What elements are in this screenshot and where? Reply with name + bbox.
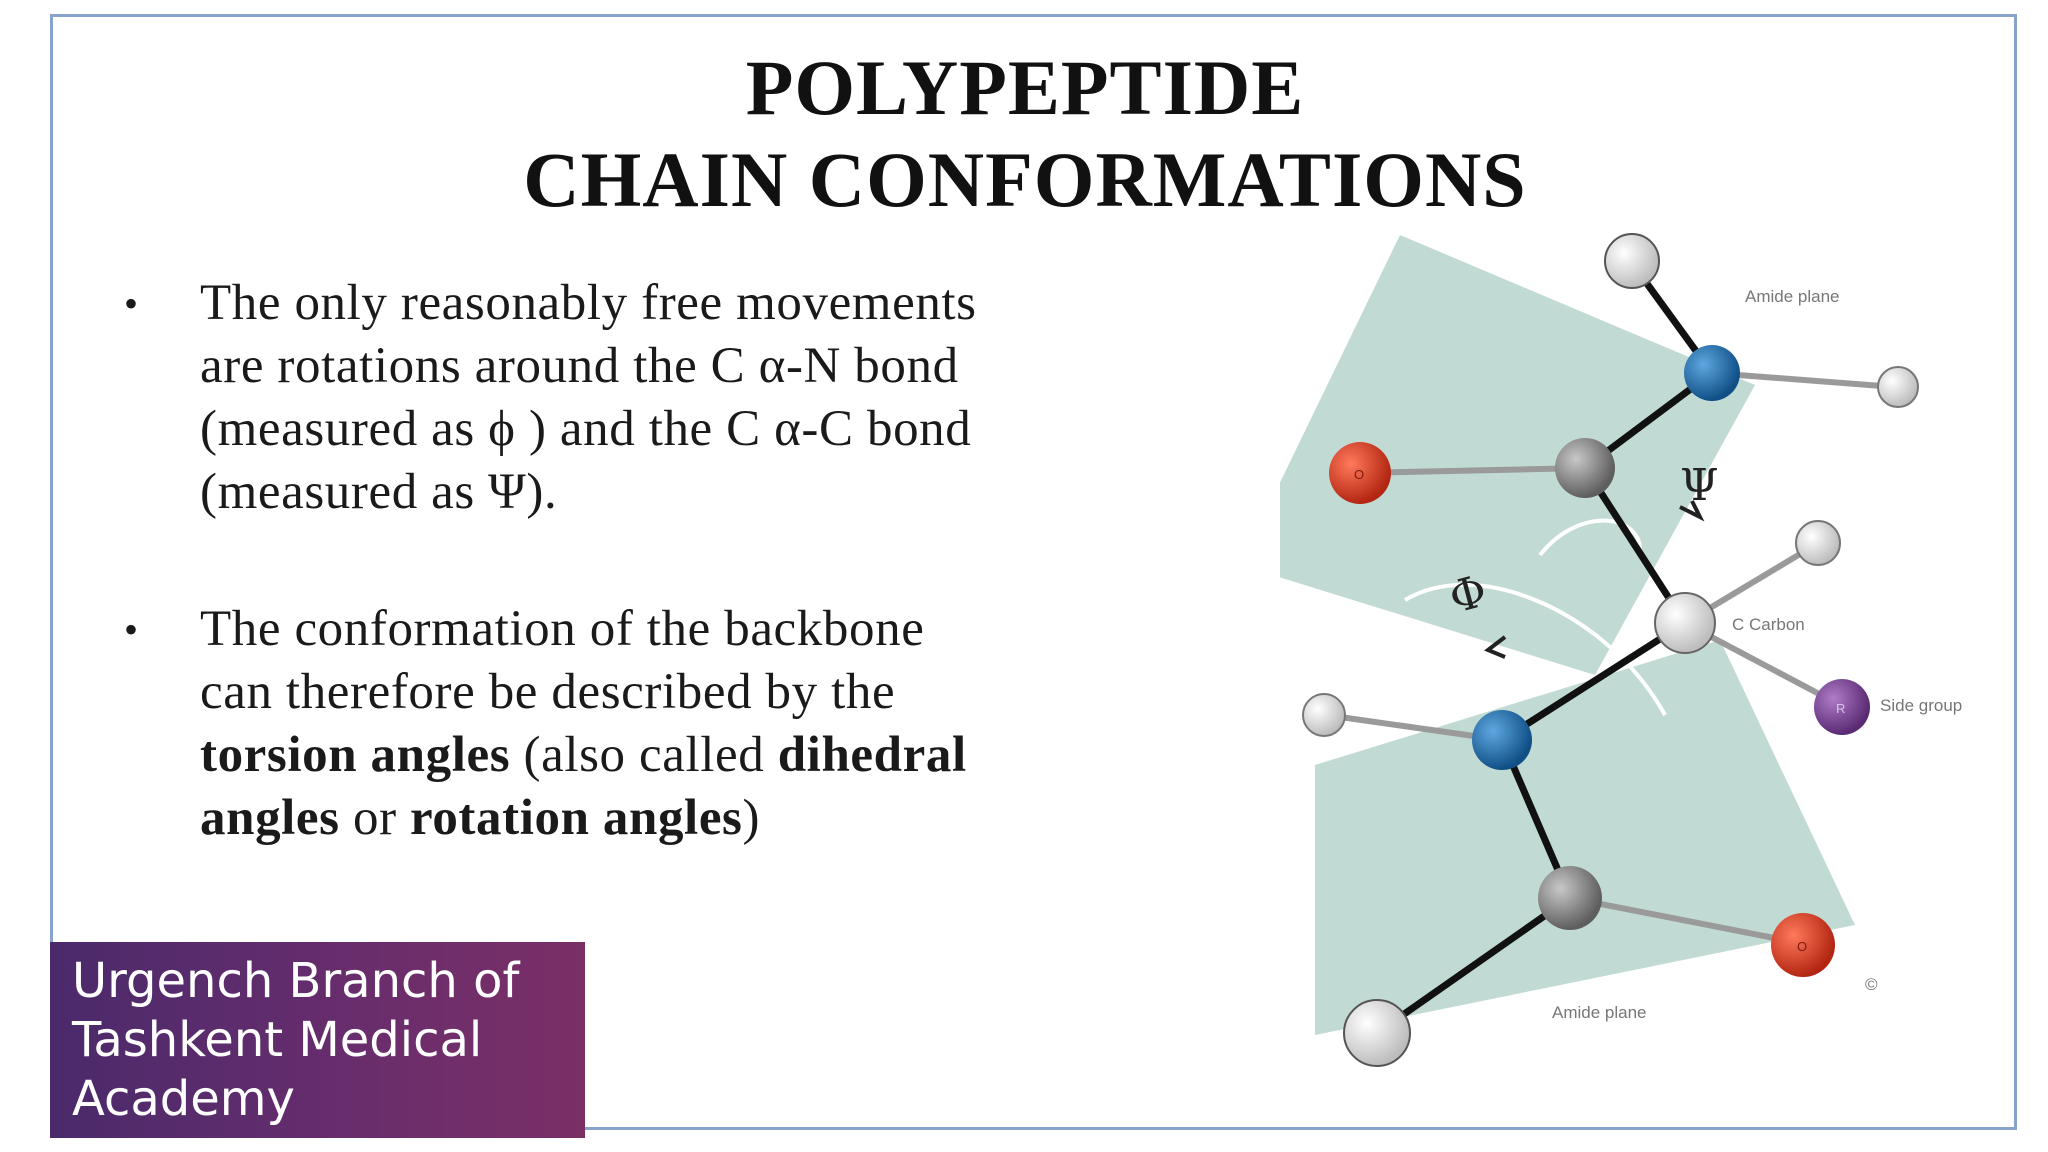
hydrogen-atom-left — [1302, 693, 1346, 737]
title-line-2: CHAIN CONFORMATIONS — [523, 136, 1527, 223]
amide-plane-top — [1280, 235, 1755, 675]
bullet-2-line-1: The conformation of the backbone — [200, 601, 925, 657]
badge-line-3: Academy — [72, 1071, 295, 1127]
term-angles: angles — [200, 790, 340, 846]
psi-arrow-icon — [1679, 500, 1705, 522]
slide-title: POLYPEPTIDE CHAIN CONFORMATIONS — [60, 42, 1990, 226]
slide-frame — [50, 14, 2017, 1130]
corner-mark: © — [1865, 975, 1878, 994]
oxygen-atom-bottom-label: O — [1797, 939, 1807, 954]
amide-plane-bottom — [1315, 640, 1855, 1035]
alpha-carbon-atom — [1654, 592, 1716, 654]
hydrogen-atom-alpha — [1795, 520, 1841, 566]
phi-arrow-icon — [1484, 635, 1507, 659]
title-line-1: POLYPEPTIDE — [745, 44, 1305, 131]
badge-line-1: Urgench Branch of — [72, 953, 520, 1009]
nitrogen-atom-bottom — [1472, 710, 1532, 770]
carbonyl-carbon-top — [1555, 438, 1615, 498]
carbonyl-carbon-bottom — [1538, 866, 1602, 930]
bullet-list: • The only reasonably free movements are… — [120, 272, 1240, 850]
bullet-marker: • — [124, 607, 139, 652]
hydrogen-atom-right — [1877, 366, 1919, 408]
amide-plane-bottom-label: Amide plane — [1552, 1003, 1647, 1022]
side-group-atom-label: R — [1836, 701, 1845, 716]
peptide-backbone-diagram: O R O Ψ Φ Amide plane C Carbon Side grou… — [1280, 233, 1962, 1067]
hydrogen-atom-top — [1604, 233, 1660, 289]
bullet-item: • The only reasonably free movements are… — [120, 272, 1240, 524]
bullet-2-line-4-end: ) — [742, 790, 761, 846]
bullet-1-line-1: The only reasonably free movements — [200, 275, 977, 331]
hydrogen-atom-bottom — [1343, 999, 1411, 1067]
institution-badge: Urgench Branch of Tashkent Medical Acade… — [50, 942, 585, 1138]
bullet-1-line-2: are rotations around the C α-N bond — [200, 338, 959, 394]
amide-plane-top-label: Amide plane — [1745, 287, 1840, 306]
nitrogen-atom-top — [1684, 345, 1740, 401]
psi-symbol: Ψ — [1680, 460, 1719, 511]
bullet-marker: • — [124, 281, 139, 326]
bullet-2-line-4-text: or — [339, 790, 411, 846]
bullet-1-line-3: (measured as ϕ ) and the C α-C bond — [200, 401, 972, 457]
bullet-2-line-2: can therefore be described by the — [200, 664, 896, 720]
phi-rotation-arc — [1403, 582, 1667, 716]
bullet-1-line-4: (measured as Ψ). — [200, 464, 558, 520]
oxygen-atom-top — [1329, 442, 1391, 504]
term-dihedral: dihedral — [777, 727, 967, 783]
c-alpha-label: C Carbon — [1732, 615, 1805, 634]
side-group-label: Side group — [1880, 696, 1962, 715]
psi-rotation-arc — [1538, 518, 1642, 557]
term-torsion-angles: torsion angles — [200, 727, 511, 783]
badge-line-2: Tashkent Medical — [72, 1012, 483, 1068]
side-group-atom — [1814, 679, 1870, 735]
term-rotation-angles: rotation angles — [410, 790, 743, 846]
oxygen-atom-bottom — [1771, 913, 1835, 977]
bullet-2-line-3-text: (also called — [510, 727, 778, 783]
bullet-2-line-3: torsion angles (also called dihedral — [200, 724, 1240, 787]
bullet-2-line-4: angles or rotation angles) — [200, 787, 1240, 850]
oxygen-atom-top-label: O — [1354, 467, 1364, 482]
bullet-item: • The conformation of the backbone can t… — [120, 598, 1240, 850]
